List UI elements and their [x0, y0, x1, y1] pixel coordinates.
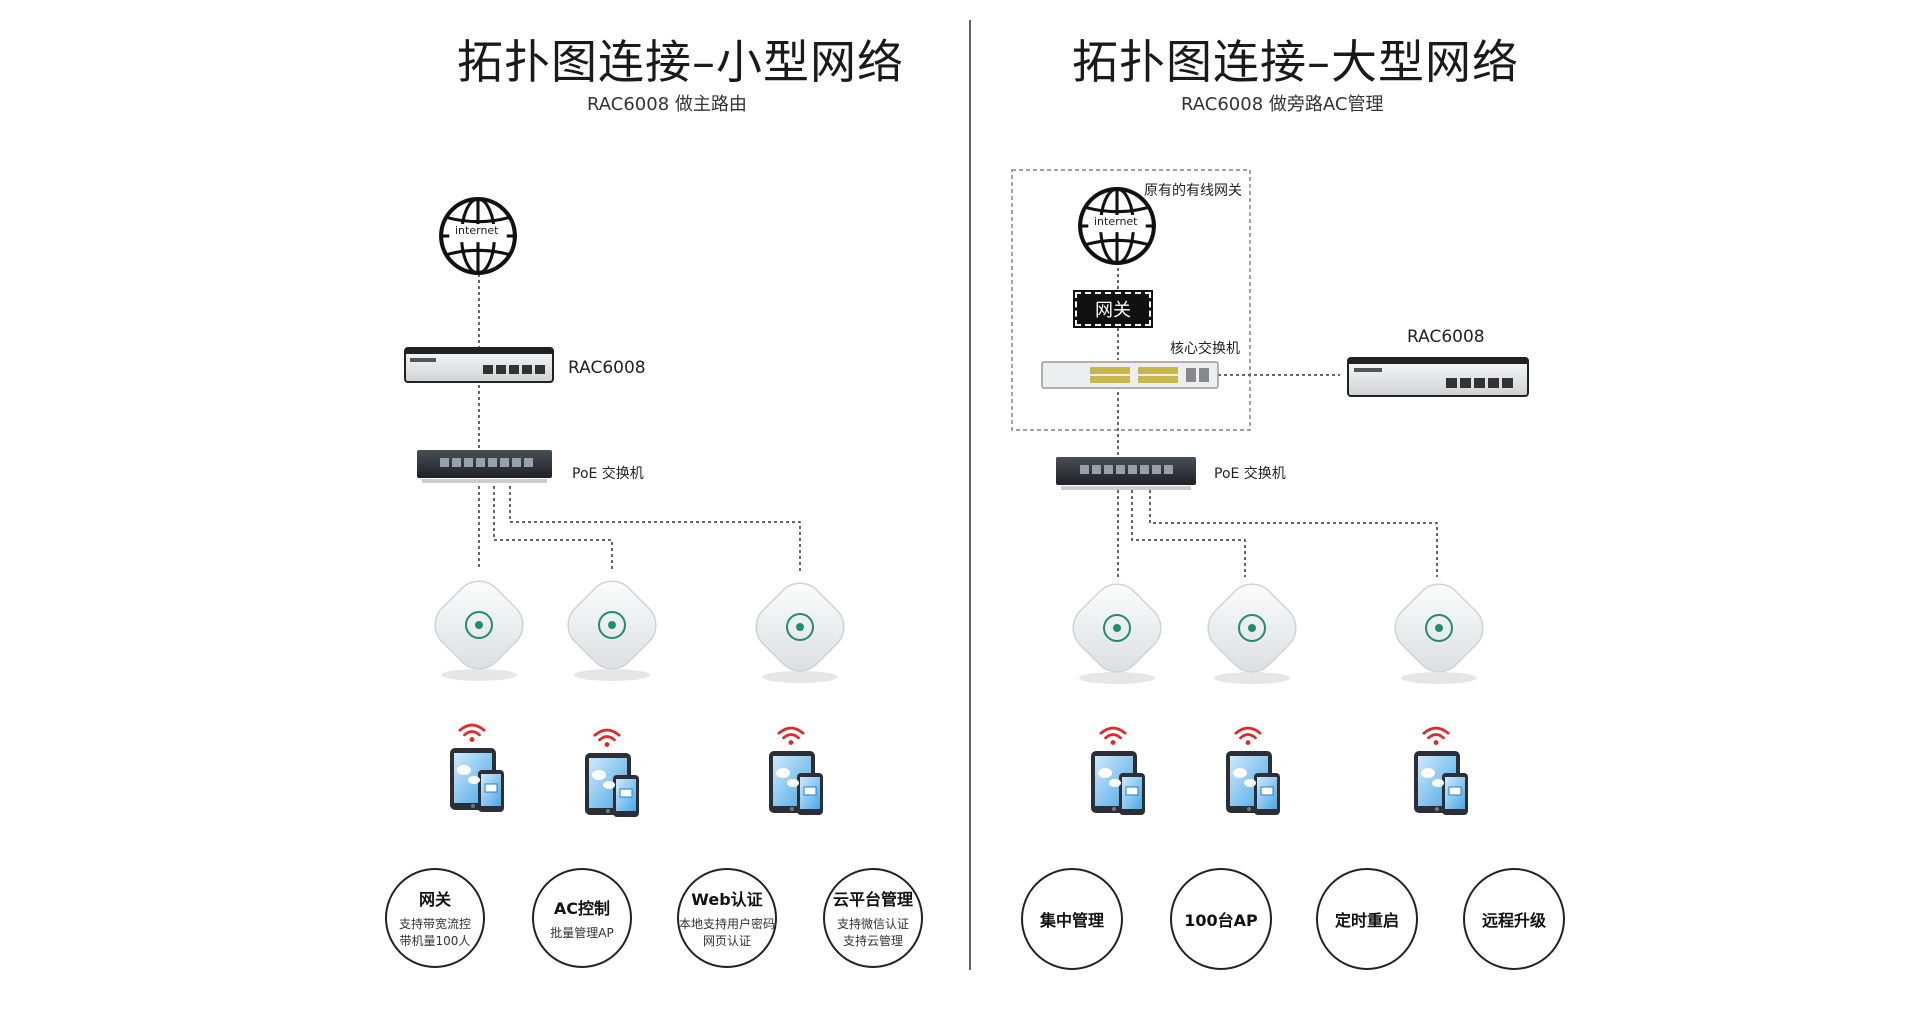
gateway-group-box	[1011, 169, 1251, 431]
access-point-icon	[1062, 578, 1172, 685]
internet-label: internet	[1092, 215, 1140, 228]
router-label: RAC6008	[568, 358, 646, 378]
right-subtitle: RAC6008 做旁路AC管理	[1181, 94, 1384, 115]
access-point-icon	[557, 575, 667, 682]
wifi-icon	[1422, 726, 1450, 747]
tablet-phone-icon	[1225, 750, 1281, 816]
access-point-icon	[1197, 578, 1307, 685]
right-links	[1117, 262, 1438, 577]
feature-circle-gateway: 网关 支持带宽流控带机量100人	[385, 868, 485, 968]
gateway-group-label: 原有的有线网关	[1144, 183, 1242, 199]
internet-label: internet	[453, 224, 501, 237]
feature-title: 网关	[418, 890, 451, 909]
tablet-phone-icon	[584, 752, 640, 818]
wifi-icon	[458, 723, 486, 744]
access-point-icon	[424, 575, 534, 682]
feature-desc: 本地支持用户密码网页认证	[679, 917, 776, 948]
feature-circle-ac-control: AC控制 批量管理AP	[532, 868, 632, 968]
tablet-phone-icon	[1090, 750, 1146, 816]
feature-circle-cloud: 云平台管理 支持微信认证支持云管理	[823, 868, 923, 968]
tablet-phone-icon	[1413, 750, 1469, 816]
feature-circle-scheduled-reboot: 定时重启	[1316, 868, 1418, 970]
tablet-phone-icon	[768, 750, 824, 816]
left-subtitle: RAC6008 做主路由	[587, 94, 747, 115]
feature-title: 远程升级	[1481, 911, 1546, 930]
router-device-icon	[404, 347, 554, 383]
access-point-icon	[1384, 578, 1494, 685]
core-switch-label: 核心交换机	[1170, 341, 1240, 357]
feature-title: Web认证	[691, 890, 763, 909]
router-device-icon	[1347, 357, 1529, 397]
wifi-icon	[1099, 726, 1127, 747]
feature-circle-100-ap: 100台AP	[1170, 868, 1272, 970]
feature-title: 定时重启	[1334, 911, 1399, 930]
feature-circle-web-auth: Web认证 本地支持用户密码网页认证	[677, 868, 777, 968]
feature-circle-remote-upgrade: 远程升级	[1463, 868, 1565, 970]
poe-switch-icon	[1056, 457, 1196, 490]
left-title: 拓扑图连接–小型网络	[457, 35, 904, 89]
feature-desc: 支持带宽流控带机量100人	[398, 917, 471, 948]
wifi-icon	[1234, 726, 1262, 747]
feature-title: 100台AP	[1184, 911, 1258, 930]
core-switch-icon	[1041, 361, 1219, 389]
feature-desc: 支持微信认证支持云管理	[836, 917, 909, 948]
poe-switch-label: PoE 交换机	[572, 466, 644, 482]
router-label: RAC6008	[1407, 327, 1485, 347]
feature-title: 集中管理	[1039, 911, 1104, 930]
feature-title: AC控制	[553, 898, 611, 918]
access-point-icon	[745, 577, 855, 684]
tablet-phone-icon	[449, 747, 505, 813]
gateway-badge: 网关	[1073, 290, 1153, 328]
feature-desc: 批量管理AP	[550, 925, 614, 940]
left-links	[478, 268, 801, 572]
wifi-icon	[777, 726, 805, 747]
right-title: 拓扑图连接–大型网络	[1072, 35, 1519, 89]
feature-circle-central-mgmt: 集中管理	[1021, 868, 1123, 970]
poe-switch-icon	[417, 450, 552, 483]
feature-title: 云平台管理	[832, 890, 913, 909]
wifi-icon	[593, 728, 621, 749]
poe-switch-label: PoE 交换机	[1214, 466, 1286, 482]
